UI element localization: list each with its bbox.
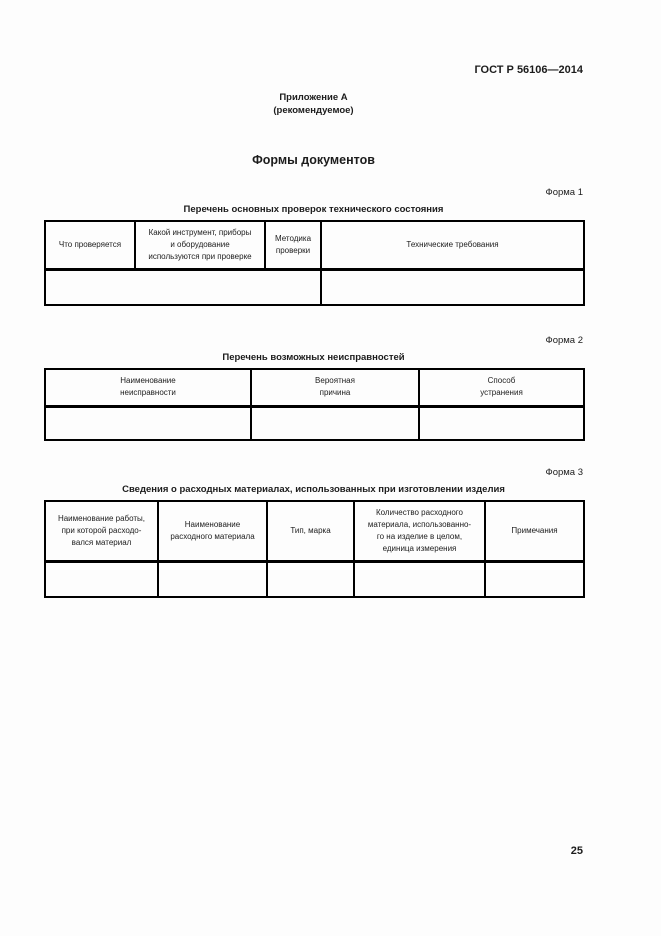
header-line: неисправности xyxy=(120,388,176,398)
header-line: Методика xyxy=(274,233,312,243)
form3-body-row xyxy=(44,560,585,598)
header-line: Наименование xyxy=(120,376,176,386)
header-line: Тип, марка xyxy=(290,525,331,535)
form2-table: Наименование неисправности Вероятная при… xyxy=(44,368,585,441)
header-line: Количество расходного xyxy=(376,507,463,517)
header-line: Наименование работы, xyxy=(57,513,146,523)
form3-empty-cell xyxy=(353,560,486,598)
form2-title: Перечень возможных неисправностей xyxy=(222,352,405,363)
form3-label: Форма 3 xyxy=(545,467,583,478)
header-line: причина xyxy=(319,388,351,398)
form1-col-header: Технические требования xyxy=(320,220,585,271)
form1-col-header: Что проверяется xyxy=(44,220,136,271)
form3-empty-cell xyxy=(484,560,585,598)
header-line: материала, использованно- xyxy=(367,519,472,529)
form2-empty-cell xyxy=(44,405,252,441)
form1-title: Перечень основных проверок технического … xyxy=(183,204,444,215)
form1-label: Форма 1 xyxy=(545,187,583,198)
form3-title: Сведения о расходных материалах, использ… xyxy=(122,484,505,495)
form2-empty-cell xyxy=(418,405,585,441)
page-number: 25 xyxy=(570,845,583,857)
form3-empty-cell xyxy=(44,560,159,598)
form2-col-header: Способ устранения xyxy=(418,368,585,408)
header-line: расходного материала xyxy=(170,531,255,541)
header-line: при которой расходо- xyxy=(61,525,142,535)
annex-title: Приложение А xyxy=(279,92,348,103)
doc-number: ГОСТ Р 56106—2014 xyxy=(474,64,583,76)
header-line: Что проверяется xyxy=(58,239,122,249)
header-line: проверки xyxy=(275,245,311,255)
form1-empty-cell xyxy=(44,268,322,306)
form2-col-header: Вероятная причина xyxy=(250,368,420,408)
form2-body-row xyxy=(44,405,585,441)
content-column: ГОСТ Р 56106—2014 Приложение А (рекоменд… xyxy=(44,0,585,598)
form3-table: Наименование работы, при которой расходо… xyxy=(44,500,585,598)
form1-empty-cell xyxy=(320,268,585,306)
form3-col-header: Примечания xyxy=(484,500,585,563)
header-line: го на изделие в целом, xyxy=(376,531,463,541)
form3-col-header: Наименование расходного материала xyxy=(157,500,268,563)
header-line: Примечания xyxy=(511,525,558,535)
form2-label: Форма 2 xyxy=(545,335,583,346)
header-line: и оборудование xyxy=(170,239,230,249)
form2-col-header: Наименование неисправности xyxy=(44,368,252,408)
header-line: Способ xyxy=(487,376,516,386)
form3-empty-cell xyxy=(157,560,268,598)
form1-body-row xyxy=(44,268,585,306)
header-line: устранения xyxy=(480,388,523,398)
header-line: используются при проверке xyxy=(148,251,252,261)
page-title: Формы документов xyxy=(252,153,375,167)
header-line: Технические требования xyxy=(406,239,499,249)
header-line: вался материал xyxy=(71,537,132,547)
header-line: единица измерения xyxy=(382,543,457,553)
form2-empty-cell xyxy=(250,405,420,441)
header-line: Вероятная xyxy=(315,376,355,386)
form3-col-header: Тип, марка xyxy=(266,500,355,563)
annex-subtitle: (рекомендуемое) xyxy=(273,105,354,116)
form3-empty-cell xyxy=(266,560,355,598)
form3-col-header: Количество расходного материала, использ… xyxy=(353,500,486,563)
header-line: Наименование xyxy=(184,519,241,529)
annex-heading: Приложение А (рекомендуемое) xyxy=(44,91,583,117)
form2-header-row: Наименование неисправности Вероятная при… xyxy=(44,368,585,408)
form1-col-header: Методика проверки xyxy=(264,220,322,271)
form1-header-row: Что проверяется Какой инструмент, прибор… xyxy=(44,220,585,271)
form3-col-header: Наименование работы, при которой расходо… xyxy=(44,500,159,563)
form3-header-row: Наименование работы, при которой расходо… xyxy=(44,500,585,563)
form1-col-header: Какой инструмент, приборы и оборудование… xyxy=(134,220,266,271)
header-line: Какой инструмент, приборы xyxy=(148,227,252,237)
form1-table: Что проверяется Какой инструмент, прибор… xyxy=(44,220,585,306)
